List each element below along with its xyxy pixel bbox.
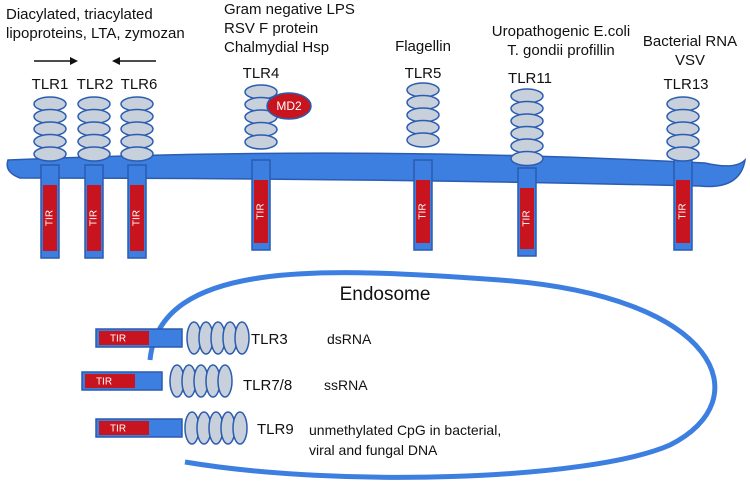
ligand-tlr13-line-1: Bacterial RNA — [642, 33, 738, 50]
ligand-tlr3-line-1: dsRNA — [327, 331, 372, 347]
receptor-tlr6: TIR — [120, 96, 154, 259]
md2-coreceptor: MD2 — [266, 92, 312, 120]
ligand-tlr11-line-2: T. gondii profillin — [507, 42, 615, 59]
ligand-tlr7-8: ssRNA — [324, 376, 368, 395]
ligand-tlr5: Flagellin — [395, 37, 451, 56]
endosomal-receptor-tlr3: TIR — [95, 321, 250, 355]
ligand-tlr1-2-6-line-1: Diacylated, triacylated — [6, 6, 153, 23]
ligand-tlr1-2-6: Diacylated, triacylated lipoproteins, LT… — [6, 5, 185, 43]
lrr-domain — [406, 132, 440, 148]
tir-domain — [87, 185, 101, 251]
label-tlr11: TLR11 — [508, 70, 552, 87]
tir-label: TIR — [45, 210, 56, 226]
label-tlr1: TLR1 — [31, 76, 69, 93]
lrr-domain — [217, 364, 233, 398]
tir-domain — [416, 180, 430, 243]
lrr-domain — [244, 134, 278, 150]
label-tlr13: TLR13 — [663, 76, 709, 93]
receptor-tlr11: TIR — [510, 88, 544, 257]
tir-domain — [85, 374, 135, 388]
tir-label: TIR — [96, 377, 112, 388]
lrr-domain — [120, 146, 154, 162]
ligand-tlr11: Uropathogenic E.coli T. gondii profillin — [492, 22, 630, 60]
tir-domain — [99, 421, 149, 435]
ligand-tlr4-line-3: Chalmydial Hsp — [224, 39, 330, 56]
lrr-domain — [77, 146, 111, 162]
md2-shape — [266, 92, 312, 120]
tir-domain — [676, 180, 690, 243]
endosome-membrane — [147, 270, 718, 480]
ligand-tlr3: dsRNA — [327, 330, 371, 349]
tir-domain — [254, 180, 268, 243]
lrr-domain — [666, 146, 700, 162]
tir-label: TIR — [678, 203, 689, 219]
tir-label: TIR — [522, 210, 533, 226]
tir-label: TIR — [110, 334, 126, 345]
ligand-tlr4-line-2: RSV F protein — [224, 20, 319, 37]
arrow-right-icon — [34, 57, 78, 65]
endosomal-receptor-tlr7-8: TIR — [81, 364, 233, 398]
tir-domain — [130, 185, 144, 251]
label-tlr2: TLR2 — [76, 76, 114, 93]
tir-label: TIR — [132, 210, 143, 226]
ligand-tlr7-8-line-1: ssRNA — [324, 377, 368, 393]
tir-label: TIR — [256, 203, 267, 219]
receptor-tlr13: TIR — [666, 96, 700, 251]
receptor-tlr2: TIR — [77, 96, 111, 259]
ligand-tlr13: Bacterial RNA VSV — [643, 32, 737, 70]
label-tlr5: TLR5 — [404, 65, 442, 82]
label-tlr6: TLR6 — [120, 76, 158, 93]
tir-domain — [520, 188, 534, 249]
receptor-tlr5: TIR — [406, 82, 440, 251]
md2-label: MD2 — [276, 99, 302, 113]
label-tlr7-8: TLR7/8 — [243, 377, 293, 394]
ligand-tlr13-line-2: VSV — [674, 52, 706, 69]
ligand-tlr1-2-6-line-2: lipoproteins, LTA, zymozan — [6, 25, 185, 42]
receptor-tlr4: TIR MD2 — [244, 84, 312, 251]
ligand-tlr9-line-2: viral and fungal DNA — [309, 442, 438, 458]
lrr-domain — [232, 411, 248, 445]
tir-domain — [99, 331, 149, 345]
ligand-tlr9: unmethylated CpG in bacterial, viral and… — [309, 420, 501, 460]
arrow-left-icon — [112, 57, 156, 65]
label-tlr9: TLR9 — [257, 421, 294, 438]
lrr-domain — [510, 150, 544, 167]
ligand-tlr5-line-1: Flagellin — [395, 38, 451, 55]
label-tlr4: TLR4 — [242, 65, 280, 82]
tir-label: TIR — [110, 424, 126, 435]
endosome-title: Endosome — [339, 284, 431, 305]
endosomal-receptor-tlr9: TIR — [95, 411, 248, 445]
tir-label: TIR — [418, 203, 429, 219]
label-tlr3: TLR3 — [251, 331, 288, 348]
ligand-tlr11-line-1: Uropathogenic E.coli — [491, 23, 631, 40]
tir-label: TIR — [89, 210, 100, 226]
lrr-domain — [33, 146, 67, 162]
ligand-tlr4-line-1: Gram negative LPS — [224, 1, 355, 18]
dimer-arrows — [34, 57, 156, 65]
ligand-tlr9-line-1: unmethylated CpG in bacterial, — [309, 422, 502, 438]
lrr-domain — [234, 321, 250, 355]
tir-domain — [43, 185, 57, 251]
ligand-tlr4: Gram negative LPS RSV F protein Chalmydi… — [224, 0, 355, 57]
receptor-tlr1: TIR — [33, 96, 67, 259]
plasma-membrane — [6, 152, 747, 188]
